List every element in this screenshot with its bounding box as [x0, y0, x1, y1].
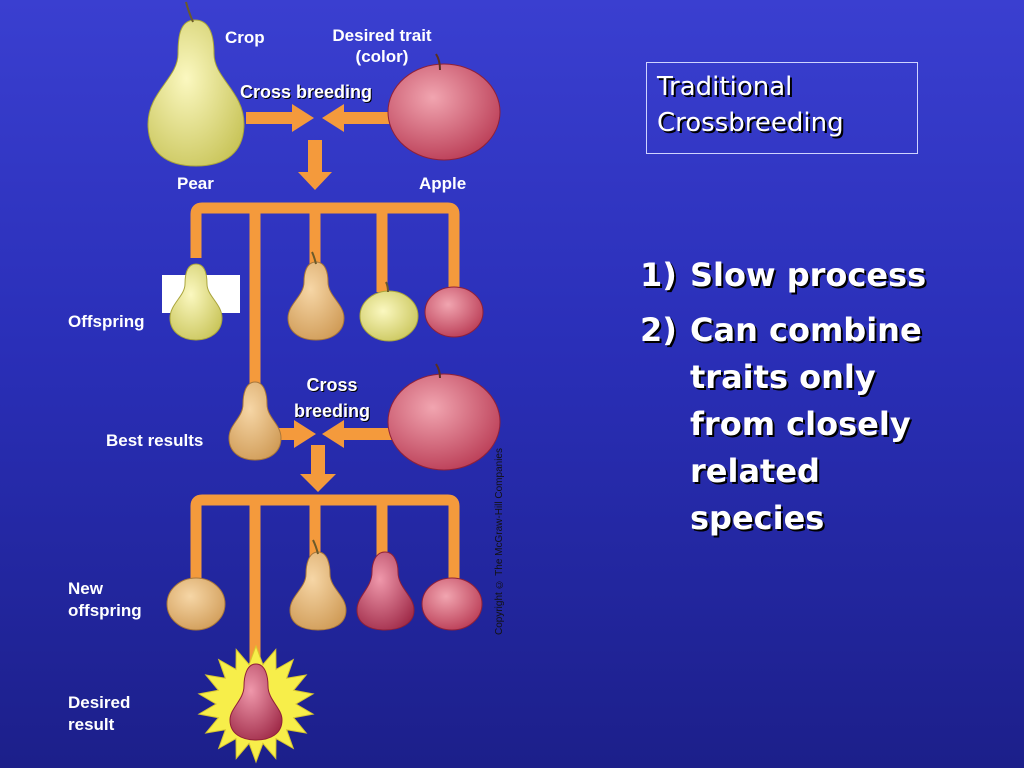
title-line-2: Crossbreeding — [657, 108, 844, 138]
label-best-results: Best results — [106, 431, 204, 450]
label-new-offspring-line2: offspring — [68, 601, 142, 620]
point-number: 1) — [640, 256, 677, 294]
pipe-branch-2 — [190, 494, 460, 582]
new-offspring-red-apple-icon — [421, 577, 483, 631]
label-desired-trait: Desired trait — [332, 26, 432, 45]
point-item: 2) Can combine traits only from closely … — [640, 307, 1020, 542]
offspring-apple-yellow-icon — [359, 281, 419, 342]
pipe-branch-1 — [190, 202, 460, 292]
arrows — [246, 104, 392, 492]
pipe-network — [190, 202, 460, 662]
arrow-apple2-left — [322, 420, 392, 448]
offspring-apple-red-icon — [424, 286, 484, 338]
label-new-offspring-line1: New — [68, 579, 103, 598]
label-apple: Apple — [419, 174, 467, 193]
point-text: Slow process — [690, 256, 927, 294]
arrow-best-right — [278, 420, 316, 448]
pear-icon — [147, 1, 245, 167]
best-result-pear-icon — [228, 381, 282, 461]
label-desired-trait-sub: (color) — [355, 47, 409, 66]
points-list: 1) Slow process 2) Can combine traits on… — [640, 252, 1020, 550]
point-number: 2) — [640, 311, 677, 349]
offspring-pear-yellow-icon — [169, 263, 223, 341]
label-crop: Crop — [225, 28, 265, 47]
label-cross-breeding: Cross breeding — [240, 82, 373, 102]
point-item: 1) Slow process — [640, 252, 1020, 299]
arrow-apple-left — [322, 104, 392, 132]
new-offspring-pear-icon — [289, 539, 347, 631]
arrow-down-2 — [300, 445, 336, 492]
label-pear: Pear — [177, 174, 214, 193]
label-cross-breeding-2-line1: Cross — [306, 375, 358, 395]
copyright-credit: Copyright © The McGraw-Hill Companies — [494, 448, 505, 635]
slide-title: Traditional Crossbreeding — [646, 62, 918, 154]
title-line-1: Traditional — [657, 72, 793, 102]
arrow-down-1 — [298, 140, 332, 190]
label-desired-result-line1: Desired — [68, 693, 131, 712]
point-text: Can combine traits only from closely rel… — [690, 311, 922, 537]
apple-icon — [387, 53, 501, 161]
label-cross-breeding-2-line2: breeding — [293, 401, 370, 421]
new-offspring-red-pear-icon — [356, 551, 415, 631]
apple-2-icon — [387, 363, 501, 471]
label-offspring: Offspring — [68, 312, 145, 331]
offspring-pear-tan-icon — [287, 251, 345, 341]
label-desired-result-line2: result — [68, 715, 115, 734]
desired-result-pear-icon — [229, 663, 283, 741]
new-offspring-tan-apple-icon — [166, 577, 226, 631]
arrow-pear-right — [246, 104, 314, 132]
